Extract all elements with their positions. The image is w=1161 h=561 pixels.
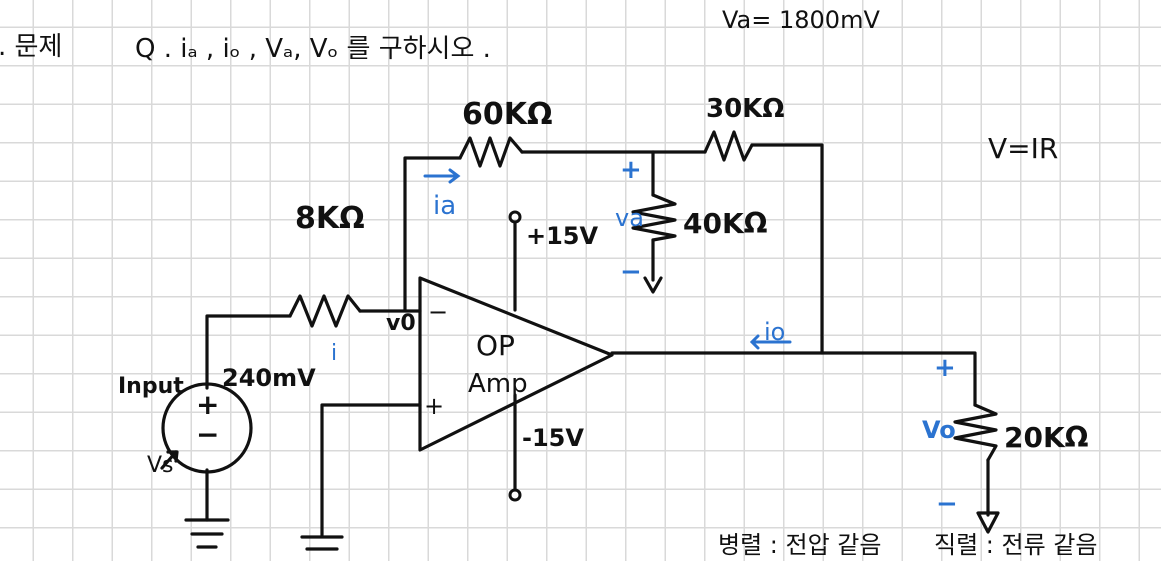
parallel-rule-note: 병렬 : 전압 같음: [718, 531, 881, 559]
va-answer: Va= 1800mV: [722, 6, 880, 34]
source-arrow: [160, 450, 178, 470]
label-20k: 20KΩ: [1004, 421, 1089, 454]
voltage-source-circle: [161, 382, 253, 474]
output-wire: [610, 351, 977, 407]
opamp-label-amp: Amp: [468, 369, 528, 399]
neg-supply-terminal: [508, 488, 522, 502]
voltage-va-label: va: [615, 204, 644, 232]
label-8k: 8KΩ: [295, 201, 365, 236]
resistor-60k: [458, 136, 524, 168]
source-vs-label: Vs: [147, 453, 174, 478]
label-40k: 40KΩ: [683, 207, 768, 240]
resistor-20k: [953, 403, 998, 462]
input-label: Input: [118, 374, 184, 399]
current-ia-arrow: [423, 168, 461, 184]
wire-source-to-8k: [205, 314, 292, 390]
pos-supply-terminal: [508, 210, 522, 224]
label-60k: 60KΩ: [462, 97, 553, 132]
vo-plus-sign: +: [934, 353, 956, 383]
va-plus-sign: +: [620, 155, 642, 185]
neg-supply-label: -15V: [522, 424, 584, 452]
pos-supply-label: +15V: [526, 222, 599, 250]
feedback-left-wire: [403, 156, 462, 312]
input-voltage-label: 240mV: [222, 364, 316, 392]
resistor-30k: [703, 130, 754, 162]
series-rule-note: 직렬 : 전류 같음: [934, 531, 1097, 559]
voltage-vo-label: Vo: [922, 416, 956, 444]
question-text: Q . iₐ , iₒ , Vₐ, Vₒ 를 구하시오 .: [135, 34, 491, 64]
shunt-arrow-icon: [643, 276, 663, 294]
current-io-label: io: [764, 318, 785, 346]
noninverting-ground-wire: [320, 403, 422, 537]
node-v0-label: v0: [386, 311, 416, 336]
opamp-triangle: [418, 276, 614, 452]
opamp-label-op: OP: [476, 329, 515, 362]
source-arrow-head: [166, 450, 179, 463]
noninverting-sign: +: [424, 392, 444, 420]
current-ia-label: ia: [433, 191, 456, 221]
label-30k: 30KΩ: [706, 94, 784, 124]
ground-source-icon: [184, 518, 230, 549]
ground-load-icon: [976, 511, 1000, 534]
source-plus: +: [196, 388, 219, 421]
vo-minus-sign: −: [936, 489, 958, 519]
source-minus: −: [196, 418, 219, 451]
ground-noninv-icon: [300, 535, 344, 551]
problem-label: . 문제: [0, 32, 62, 62]
resistor-40k: [631, 193, 677, 242]
current-i-label: i: [331, 341, 337, 366]
current-io-arrow: [749, 334, 792, 350]
resistor-8k: [288, 294, 362, 328]
inverting-sign: −: [428, 298, 448, 326]
ohms-law-note: V=IR: [988, 132, 1058, 165]
wire-30k-to-output: [750, 143, 824, 355]
va-minus-sign: −: [620, 257, 642, 287]
